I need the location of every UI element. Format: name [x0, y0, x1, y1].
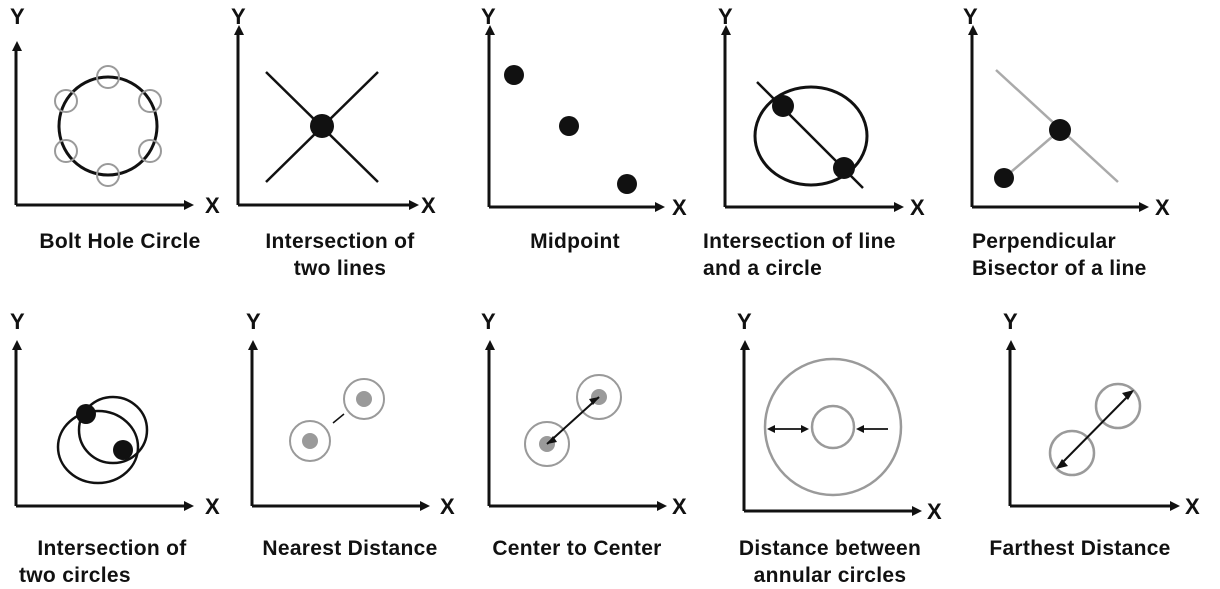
arrowhead-2 — [589, 397, 599, 405]
caption: Farthest Distance — [989, 537, 1171, 560]
bolt-holes — [54, 65, 162, 187]
outer-circle — [763, 357, 903, 497]
midpoint-figure — [485, 25, 665, 212]
panel-intersection-of-two-lines: Y X Intersection of two lines — [230, 0, 470, 293]
caption: Intersection of line and a circle — [703, 230, 896, 280]
center-to-center-figure — [485, 340, 667, 511]
intersection-point-1 — [76, 404, 96, 424]
panel-bolt-hole-circle: Y X Bolt Hole Circle — [0, 0, 240, 293]
nearest-distance-figure — [248, 340, 430, 511]
bisector-point — [1049, 119, 1071, 141]
bolt-hole-circle-figure — [12, 41, 194, 210]
point-1 — [504, 65, 524, 85]
caption: Nearest Distance — [262, 537, 438, 560]
x-axis-label: X — [910, 195, 925, 220]
intersection-two-lines-figure — [234, 25, 419, 210]
arrowhead-1 — [547, 436, 557, 444]
point-2 — [617, 174, 637, 194]
circle — [753, 85, 869, 187]
caption: Intersection of two circles — [19, 537, 187, 587]
y-axis-label: Y — [481, 4, 496, 29]
panel-center-to-center: Y X Center to Center — [475, 293, 715, 586]
y-axis-label: Y — [1003, 309, 1018, 334]
annular-circles-figure — [740, 340, 922, 516]
y-axis-label: Y — [231, 4, 246, 29]
circle-1 — [289, 420, 331, 462]
caption: Intersection of two lines — [265, 230, 415, 280]
caption: Center to Center — [492, 537, 662, 560]
x-axis-label: X — [672, 494, 687, 519]
x-axis-label: X — [1185, 494, 1200, 519]
farthest-distance-figure — [1006, 340, 1180, 511]
y-axis-label: Y — [10, 4, 25, 29]
arrowhead-left-a — [767, 425, 775, 433]
bolt-circle — [57, 75, 159, 177]
intersection-line-circle-figure — [721, 25, 904, 212]
x-axis-label: X — [927, 499, 942, 524]
panel-intersection-of-two-circles: Y X Intersection of two circles — [0, 293, 240, 587]
panel-distance-annular-circles: Y X Distance between annular circles — [730, 293, 970, 587]
caption: Distance between annular circles — [738, 537, 922, 587]
x-axis-label: X — [672, 195, 687, 220]
y-axis-label: Y — [737, 309, 752, 334]
circle-2 — [576, 374, 622, 420]
circle-1 — [56, 409, 140, 485]
perpendicular-bisector-figure — [968, 25, 1149, 212]
caption: Perpendicular Bisector of a line — [972, 230, 1147, 280]
circle-2 — [1094, 382, 1142, 430]
circle-1-center — [302, 433, 318, 449]
y-axis-label: Y — [718, 4, 733, 29]
y-axis-label: Y — [963, 4, 978, 29]
panel-intersection-line-circle: Y X Intersection of line and a circle — [703, 0, 955, 293]
arrowhead-left-b — [801, 425, 809, 433]
x-axis-label: X — [1155, 195, 1170, 220]
y-axis-label: Y — [246, 309, 261, 334]
farthest-distance-arrow — [1057, 391, 1133, 468]
circle-2-center — [356, 391, 372, 407]
center-to-center-arrow — [546, 396, 600, 445]
caption: Midpoint — [530, 230, 620, 253]
circle-2 — [77, 395, 149, 465]
panel-farthest-distance: Y X Farthest Distance — [980, 293, 1220, 586]
nearest-distance-arrow — [332, 413, 345, 424]
segment — [1003, 129, 1061, 179]
panel-nearest-distance: Y X Nearest Distance — [230, 293, 470, 586]
circle-1 — [524, 421, 570, 467]
x-axis-label: X — [421, 193, 436, 218]
arrowhead-2 — [1122, 390, 1134, 400]
intersection-point-2 — [113, 440, 133, 460]
circle-1 — [1048, 429, 1096, 477]
midpoint-point — [559, 116, 579, 136]
intersection-point — [310, 114, 334, 138]
arrowhead-right — [856, 425, 864, 433]
y-axis-label: Y — [481, 309, 496, 334]
arrowhead-1 — [1056, 459, 1068, 469]
x-axis-label: X — [205, 193, 220, 218]
circle-2 — [343, 378, 385, 420]
intersection-point-2 — [833, 157, 855, 179]
y-axis-label: Y — [10, 309, 25, 334]
caption: Bolt Hole Circle — [39, 230, 201, 253]
intersection-two-circles-figure — [12, 340, 194, 511]
endpoint — [994, 168, 1014, 188]
panel-midpoint: Y X Midpoint — [475, 0, 715, 293]
panel-perpendicular-bisector: Y X Perpendicular Bisector of a line — [960, 0, 1200, 293]
x-axis-label: X — [205, 494, 220, 519]
x-axis-label: X — [440, 494, 455, 519]
intersection-point-1 — [772, 95, 794, 117]
inner-circle — [810, 404, 856, 450]
